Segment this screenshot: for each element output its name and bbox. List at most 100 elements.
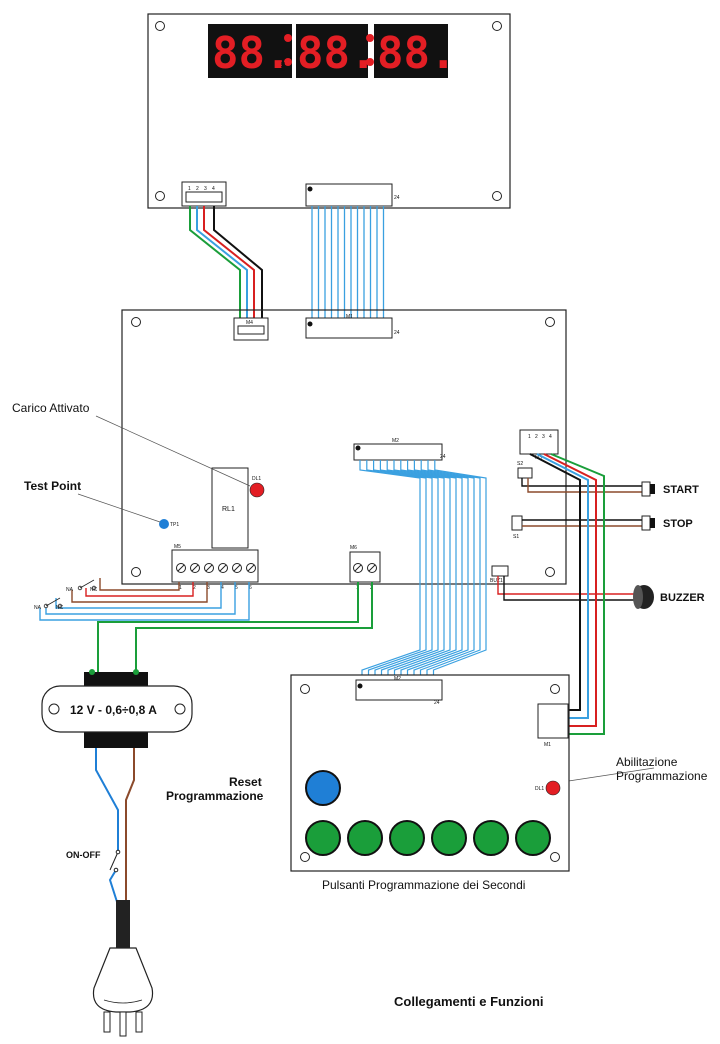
label-start: START [663,484,699,496]
svg-text:3: 3 [542,434,545,440]
flat-connector-top [305,183,393,207]
svg-text:M2: M2 [394,676,401,682]
svg-text:1: 1 [188,186,191,192]
program-seconds-button-2[interactable] [347,820,383,856]
led-dl1 [284,58,292,66]
display-digits-1 [208,24,292,78]
svg-text:DL1: DL1 [535,786,544,792]
svg-text:1: 1 [528,434,531,440]
label-na-1: NA [66,587,74,593]
svg-text:5: 5 [235,585,238,591]
power-wires-secondary [97,582,373,672]
diagram-title: Collegamenti e Funzioni [394,994,544,1009]
connector-s2 [517,467,533,479]
display-digits-3 [374,24,448,78]
svg-text:M1: M1 [346,314,353,320]
led-dl2 [284,34,292,42]
connector-s1 [511,515,523,531]
flat-connector-keypad [355,679,443,701]
display-value-2: 88. [297,28,376,79]
display-value-1: 88. [212,28,291,79]
reset-button[interactable] [305,770,341,806]
svg-text:M2: M2 [392,438,399,444]
cable-4wire-top [189,206,263,318]
svg-text:M5: M5 [174,544,181,550]
led-dl1-main [249,482,265,498]
label-on-off: ON-OFF [66,850,101,860]
label-carico-attivato: Carico Attivato [12,401,90,415]
label-abilitazione-programmazione: Programmazione [616,769,708,783]
led-dl1-keypad [545,780,561,796]
relay-output-wires [39,578,250,621]
led-dl4 [366,34,374,42]
label-dl2: DL2 [279,24,285,33]
cable-4wire-keypad [529,453,605,735]
terminal-block-m5 [171,549,259,583]
label-buzzer: BUZZER [660,592,705,604]
mains-wires [95,748,135,906]
stop-button [641,515,655,531]
connector-buz1 [491,565,509,577]
leader-lines [77,415,655,783]
main-board: M4 M1 24 RL1 DL1 TP1 M2 24 1 2 3 4 M3 S2… [121,309,567,591]
program-seconds-button-5[interactable] [473,820,509,856]
label-pulsanti: Pulsanti Programmazione dei Secondi [322,878,525,892]
svg-text:6: 6 [249,585,252,591]
program-seconds-button-4[interactable] [431,820,467,856]
connector-m1-keypad [537,703,569,739]
ribbon-cable-keypad [359,460,487,680]
svg-text:24: 24 [440,454,446,460]
label-nc-2: NC [56,605,64,611]
display-digits-2 [296,24,368,78]
label-stop: STOP [663,518,693,530]
label-dl3: DL3 [374,62,380,71]
power-plug [92,900,154,1037]
label-dl4: DL4 [374,24,380,33]
label-transformer: 12 V - 0,6÷0,8 A [70,703,157,717]
svg-text:M4: M4 [246,320,253,326]
svg-text:24: 24 [434,700,440,706]
program-seconds-button-3[interactable] [389,820,425,856]
svg-text:24: 24 [394,330,400,336]
svg-text:S1: S1 [513,534,519,540]
display-board: 88. 88. 88. DL2 DL1 DL4 DL3 1 2 3 4 24 [147,13,511,209]
display-value-3: 88. [377,28,456,79]
svg-text:DL1: DL1 [252,476,261,482]
label-reset: Reset [229,775,262,789]
svg-text:3: 3 [204,186,207,192]
label-test-point: Test Point [24,479,81,493]
program-seconds-button-6[interactable] [515,820,551,856]
svg-text:S2: S2 [517,461,523,467]
svg-text:3: 3 [207,585,210,591]
label-dl1: DL1 [279,62,285,71]
svg-text:M6: M6 [350,545,357,551]
label-nc-1: NC [90,587,98,593]
flat-connector-m1 [305,317,393,339]
test-point-tp1 [159,519,169,529]
led-dl3 [366,58,374,66]
relay-contacts [43,579,97,609]
transformer [41,669,193,748]
svg-text:BUZ1: BUZ1 [490,578,503,584]
svg-text:1: 1 [179,585,182,591]
label-reset-programmazione: Programmazione [166,789,264,803]
on-off-switch [109,849,121,873]
label-abilitazione: Abilitazione [616,755,678,769]
ribbon-cable-top [311,206,385,318]
keypad-board: M2 24 M1 DL1 [290,674,570,872]
svg-text:2: 2 [196,186,199,192]
svg-text:M1: M1 [544,742,551,748]
svg-text:RL1: RL1 [222,506,235,513]
svg-text:2: 2 [193,585,196,591]
start-button [641,481,655,497]
svg-text:2: 2 [535,434,538,440]
svg-text:TP1: TP1 [170,522,179,528]
start-stop-wires [521,478,642,527]
program-seconds-button-1[interactable] [305,820,341,856]
flat-connector-m2 [353,443,443,461]
buzzer [633,585,654,609]
label-na-2: NA [34,605,42,611]
svg-text:4: 4 [212,186,215,192]
